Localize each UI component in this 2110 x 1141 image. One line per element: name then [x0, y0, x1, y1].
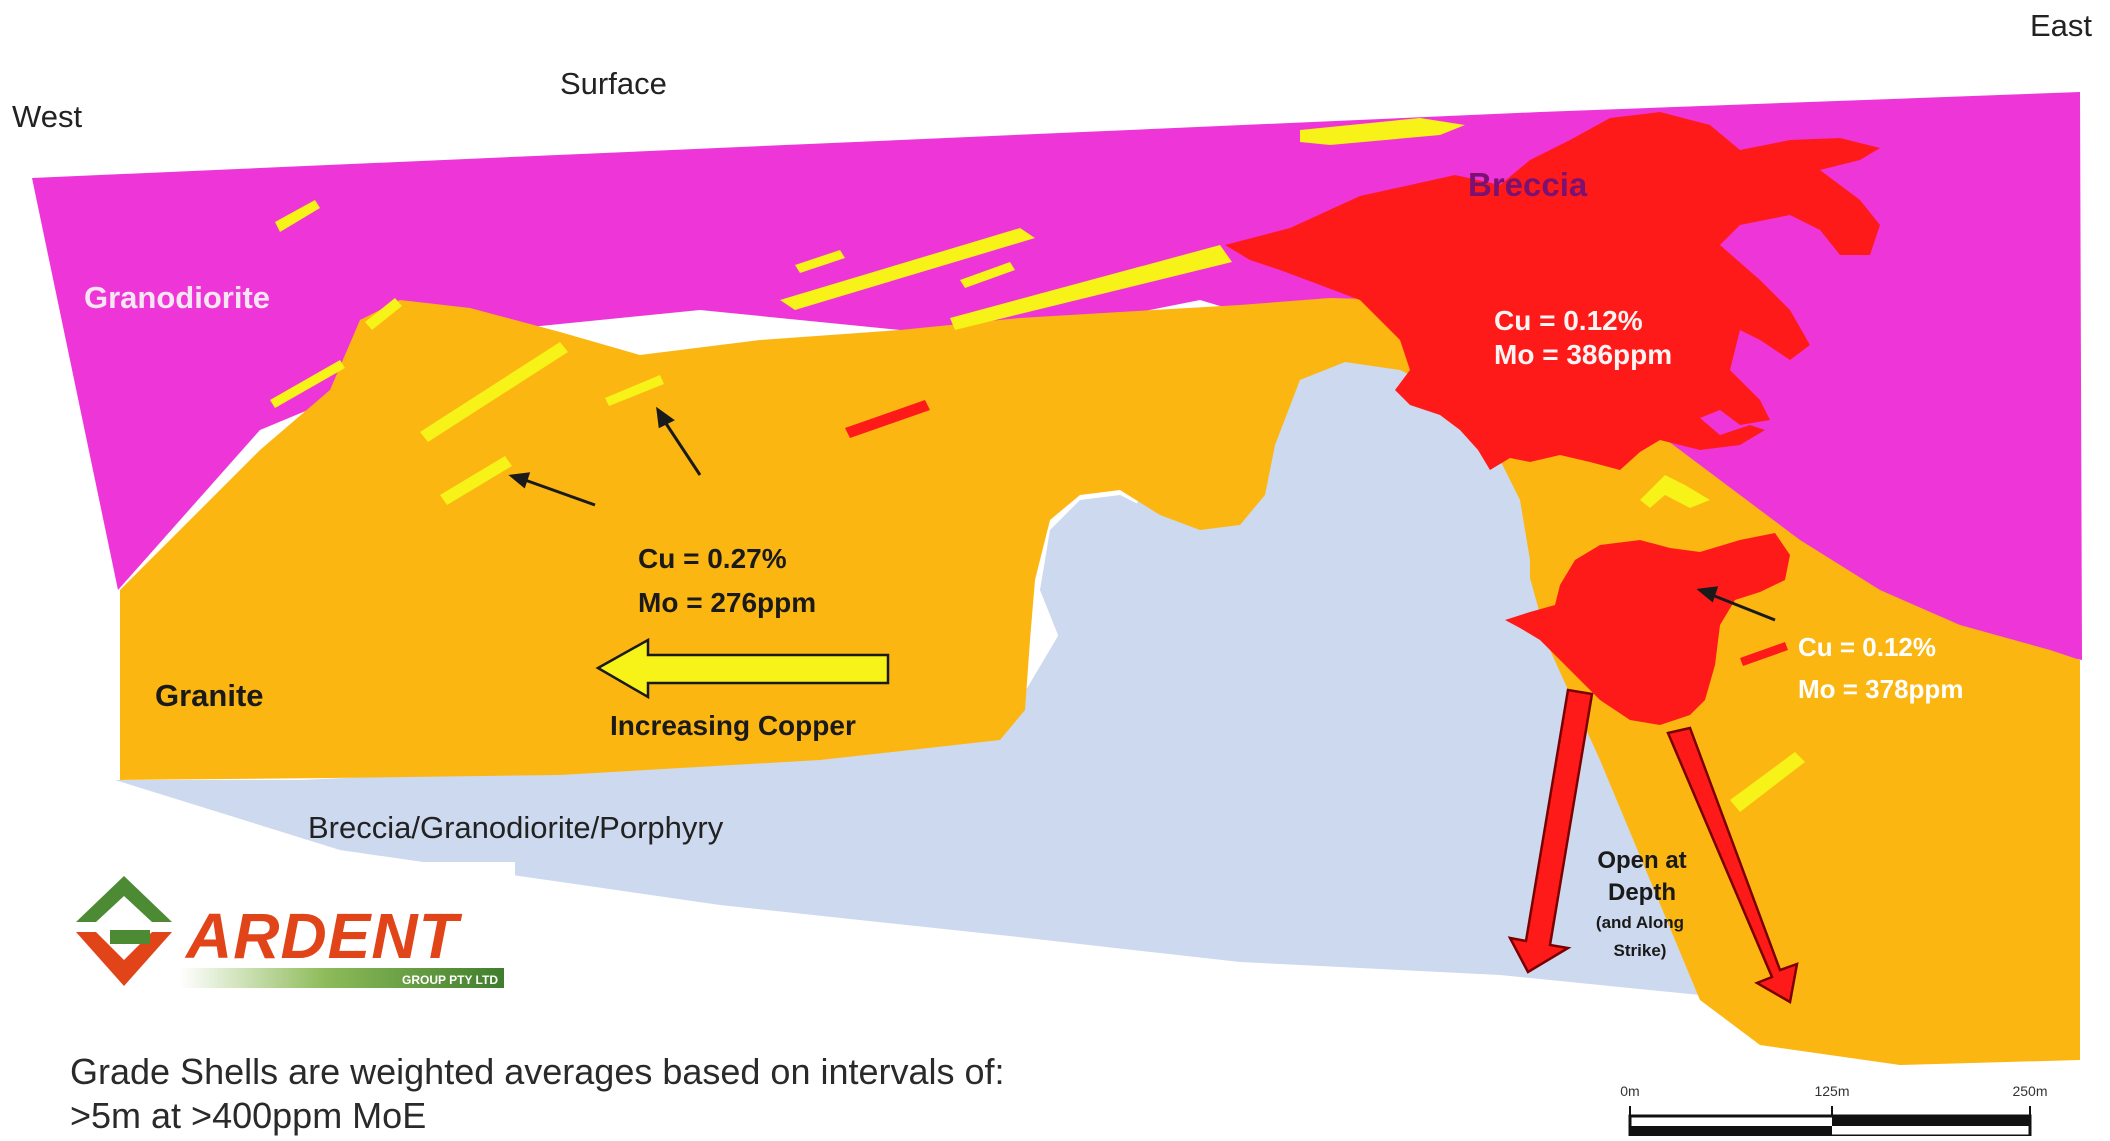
east-cu-value: Cu = 0.12%: [1798, 632, 1936, 662]
depth-arrow-left: [1507, 688, 1594, 974]
vein: [960, 262, 1015, 288]
vein: [605, 375, 664, 406]
open-at-depth-line3: (and Along: [1596, 913, 1684, 932]
pointer-arrow: [1711, 593, 1776, 622]
pointer-arrow: [663, 421, 702, 476]
vein: [440, 456, 512, 505]
vein: [275, 200, 320, 232]
lower-unit-label: Breccia/Granodiorite/Porphyry: [308, 810, 724, 845]
scale-bar: 0m 125m 250m: [1620, 1083, 2048, 1138]
granite-mo-value: Mo = 276ppm: [638, 587, 816, 618]
scale-tick-0: 0m: [1620, 1083, 1639, 1099]
breccia-mo-value: Mo = 386ppm: [1494, 339, 1672, 370]
vein-group: [270, 118, 1805, 812]
footnote-line2: >5m at >400ppm MoE: [70, 1095, 426, 1136]
vein: [795, 250, 845, 273]
breccia-east-pod-shape: [1505, 533, 1790, 725]
west-label: West: [12, 99, 82, 134]
scale-bar-segment-black-2: [1832, 1116, 2030, 1126]
breccia-main-shape: [1225, 112, 1880, 470]
vein: [780, 228, 1035, 310]
scale-bar-segment-black-1: [1630, 1126, 1832, 1136]
pointer-arrows: [508, 406, 1776, 622]
granite-cu-value: Cu = 0.27%: [638, 543, 787, 574]
breccia-label: Breccia: [1468, 166, 1588, 203]
increasing-copper-label: Increasing Copper: [610, 710, 856, 741]
granodiorite-label: Granodiorite: [84, 280, 270, 315]
red-vein: [845, 400, 930, 438]
logo-subtitle: GROUP PTY LTD: [402, 973, 498, 987]
surface-label: Surface: [560, 66, 667, 101]
increasing-copper-arrow-icon: [595, 637, 890, 700]
vein: [1730, 752, 1805, 812]
logo-diamond-top-icon: [76, 876, 172, 922]
breccia-cu-value: Cu = 0.12%: [1494, 305, 1643, 336]
vein: [420, 342, 568, 442]
vein: [1300, 118, 1465, 145]
pointer-arrow: [524, 478, 596, 507]
pointer-arrow-head: [508, 472, 531, 489]
east-label: East: [2030, 8, 2092, 43]
footnote-line1: Grade Shells are weighted averages based…: [70, 1051, 1005, 1092]
scale-tick-2: 250m: [2012, 1083, 2047, 1099]
pointer-arrow-head: [656, 406, 675, 429]
red-vein: [1740, 642, 1788, 666]
granite-cavity-shape: [1040, 362, 1530, 700]
open-at-depth-arrows: [1507, 688, 1799, 1004]
pointer-arrow-head: [1696, 586, 1719, 603]
vein: [365, 298, 402, 330]
granite-label: Granite: [155, 678, 264, 713]
vein: [270, 360, 345, 408]
granite-shape: [120, 298, 2080, 1065]
logo-g-bar-icon: [110, 930, 150, 944]
east-mo-value: Mo = 378ppm: [1798, 674, 1963, 704]
scale-tick-1: 125m: [1814, 1083, 1849, 1099]
logo-name: ARDENT: [184, 900, 463, 972]
ardent-logo: ARDENT GROUP PTY LTD: [60, 862, 515, 996]
logo-underline-bar: [180, 968, 504, 988]
open-at-depth-line2: Depth: [1608, 879, 1676, 906]
depth-arrow-right: [1666, 726, 1799, 1004]
open-at-depth-line4: Strike): [1614, 941, 1667, 960]
open-at-depth-line1: Open at: [1597, 847, 1686, 874]
vein: [1640, 475, 1710, 508]
vein: [950, 245, 1232, 330]
logo-diamond-bottom-icon: [76, 932, 172, 986]
